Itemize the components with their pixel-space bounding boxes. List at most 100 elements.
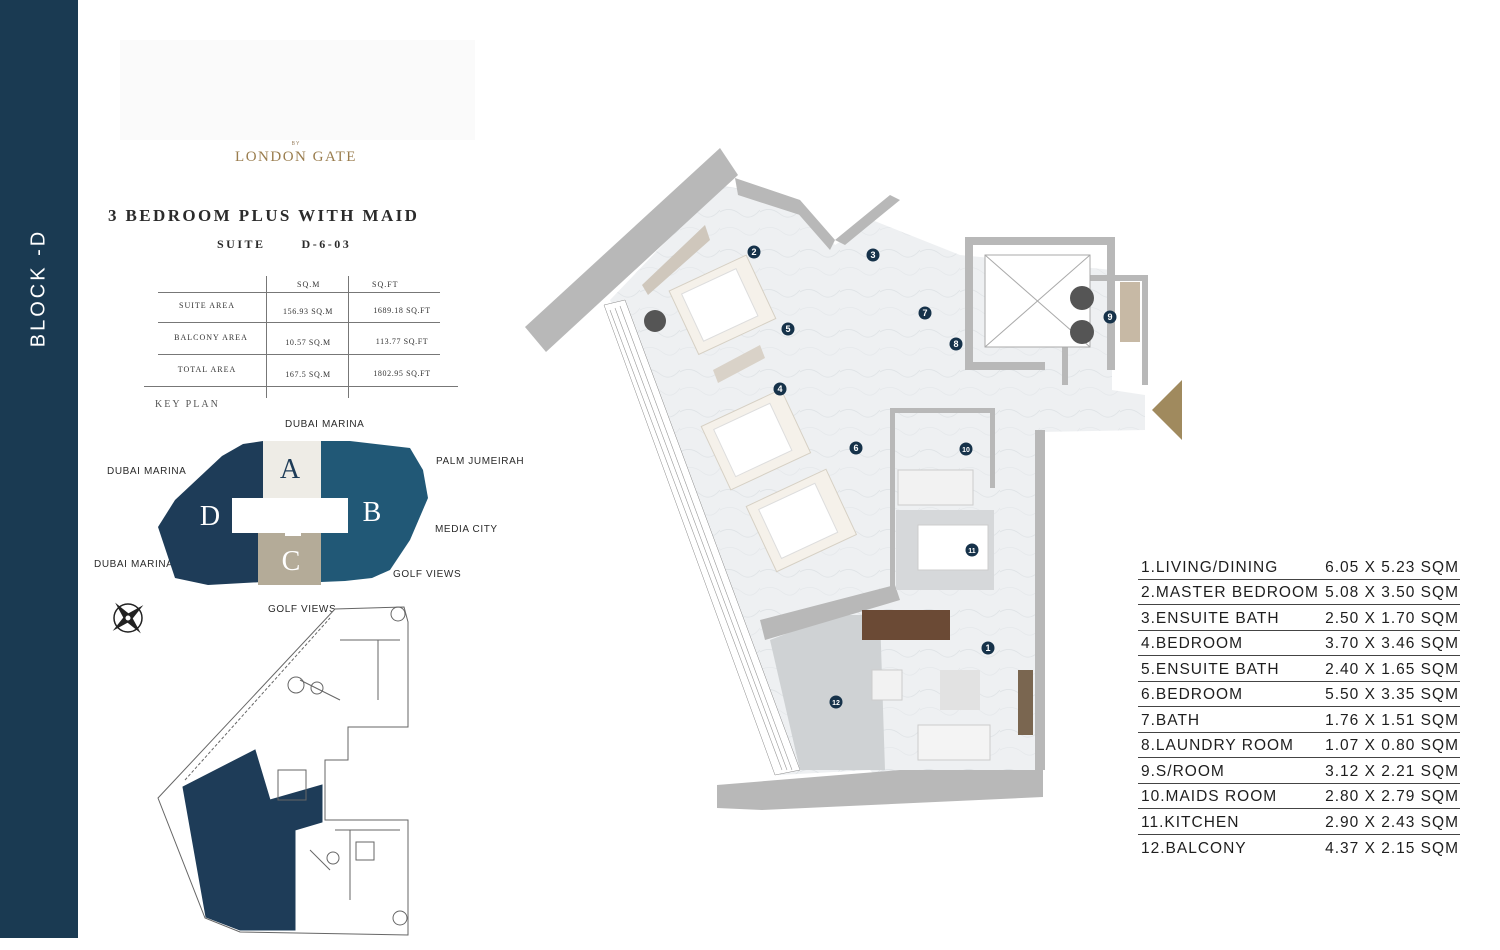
key-plan-label: KEY PLAN xyxy=(155,399,220,410)
area-row-sqft: 1802.95 SQ.FT xyxy=(373,369,431,378)
room-dims: 3.70 X 3.46 SQM xyxy=(1325,635,1459,652)
room-name: 5.ENSUITE BATH xyxy=(1141,660,1280,678)
svg-text:10: 10 xyxy=(962,447,970,454)
room-marker: 3 xyxy=(866,248,880,262)
room-row: 5.ENSUITE BATH 2.40 X 1.65 SQM xyxy=(1138,656,1460,682)
block-sidebar: BLOCK -D xyxy=(0,0,78,938)
room-row: 4.BEDROOM 3.70 X 3.46 SQM xyxy=(1138,631,1460,656)
storage-chair xyxy=(1070,320,1094,344)
room-marker: 11 xyxy=(965,543,979,557)
room-name: 11.KITCHEN xyxy=(1141,813,1240,831)
dining-table xyxy=(862,610,950,640)
direction-bottom: GOLF VIEWS xyxy=(268,604,337,615)
storage-chair xyxy=(1070,286,1094,310)
room-dims: 4.37 X 2.15 SQM xyxy=(1325,840,1459,857)
building-floor-plate xyxy=(157,606,409,936)
direction-right-top: PALM JUMEIRAH xyxy=(436,456,525,467)
room-name: 6.BEDROOM xyxy=(1141,686,1244,703)
wardrobe-bedroom xyxy=(713,345,765,383)
wall-northwest xyxy=(525,148,738,352)
room-marker: 2 xyxy=(747,245,761,259)
wall-east xyxy=(1035,430,1045,770)
block-letter-d: D xyxy=(200,501,220,532)
room-dims: 2.50 X 1.70 SQM xyxy=(1325,609,1459,627)
room-marker: 9 xyxy=(1103,310,1117,324)
room-dims: 1.07 X 0.80 SQM xyxy=(1325,737,1459,754)
area-row-sqm: 10.57 SQ.M xyxy=(285,338,331,347)
main-floor-plan xyxy=(525,148,1182,810)
area-row-sqm: 167.5 SQ.M xyxy=(285,370,331,379)
suite-line: SUITE D-6-03 xyxy=(217,237,351,252)
direction-top: DUBAI MARINA xyxy=(285,419,365,430)
room-row: 3.ENSUITE BATH 2.50 X 1.70 SQM xyxy=(1138,605,1460,631)
area-row-sqft: 1689.18 SQ.FT xyxy=(373,306,431,315)
block-d-shape xyxy=(158,441,263,585)
room-name: 4.BEDROOM xyxy=(1141,635,1244,652)
unit-highlight xyxy=(182,749,323,931)
svg-text:4: 4 xyxy=(777,384,782,394)
block-a-shape xyxy=(263,441,321,498)
room-row: 7.BATH 1.76 X 1.51 SQM xyxy=(1138,707,1460,733)
room-marker: 6 xyxy=(849,441,863,455)
developer-logo: LONDON GATE xyxy=(235,149,357,165)
block-letter-c: C xyxy=(282,546,301,577)
room-row: 11.KITCHEN 2.90 X 2.43 SQM xyxy=(1138,809,1460,835)
block-c-shape xyxy=(258,533,321,585)
storage-shelf xyxy=(1120,282,1140,342)
area-table: SQ.M SQ.FT SUITE AREA 156.93 SQ.M 1689.1… xyxy=(140,276,460,398)
room-dims: 1.76 X 1.51 SQM xyxy=(1325,711,1459,729)
key-plan-block-letters: A B C D xyxy=(200,454,381,577)
svg-text:6: 6 xyxy=(853,443,858,453)
block-b-shape xyxy=(321,441,428,582)
sofa xyxy=(917,724,991,761)
window-mullions xyxy=(609,305,793,771)
logo-by-text: BY xyxy=(291,141,301,147)
tv-unit xyxy=(1018,670,1033,735)
direction-left-bottom: DUBAI MARINA xyxy=(94,559,174,570)
bed-bedroom-6 xyxy=(745,468,858,573)
svg-text:7: 7 xyxy=(922,308,927,318)
area-row-label: TOTAL AREA xyxy=(177,365,237,374)
room-marker: 10 xyxy=(959,442,973,456)
suite-label: SUITE xyxy=(217,237,266,251)
room-dims: 2.40 X 1.65 SQM xyxy=(1325,660,1459,678)
direction-right-bottom: GOLF VIEWS xyxy=(393,569,462,580)
svg-text:9: 9 xyxy=(1107,312,1112,322)
direction-right-mid: MEDIA CITY xyxy=(435,524,498,535)
side-chair xyxy=(644,310,666,332)
room-dims: 2.90 X 2.43 SQM xyxy=(1325,813,1459,831)
coffee-table xyxy=(940,670,980,710)
header-sqm: SQ.M xyxy=(297,280,321,289)
area-row-label: SUITE AREA xyxy=(179,301,235,310)
room-name: 10.MAIDS ROOM xyxy=(1141,788,1278,805)
svg-text:12: 12 xyxy=(832,700,840,707)
bed-bedroom-4 xyxy=(700,388,812,491)
room-name: 2.MASTER BEDROOM xyxy=(1141,584,1319,601)
svg-text:8: 8 xyxy=(953,339,958,349)
wardrobe-master xyxy=(642,225,710,295)
wall-south xyxy=(717,770,1043,810)
room-marker: 4 xyxy=(773,382,787,396)
room-marker: 12 xyxy=(829,695,843,709)
svg-text:2: 2 xyxy=(751,247,756,257)
block-letter-a: A xyxy=(280,454,301,485)
entrance-arrow-icon xyxy=(1152,380,1182,440)
svg-text:1: 1 xyxy=(985,643,990,653)
header-sqft: SQ.FT xyxy=(372,280,399,289)
key-plan-map xyxy=(158,441,428,585)
maid-bed xyxy=(897,469,974,506)
logo-placeholder xyxy=(120,40,475,140)
room-name: 3.ENSUITE BATH xyxy=(1141,609,1280,627)
room-name: 7.BATH xyxy=(1141,711,1201,729)
room-marker: 5 xyxy=(781,322,795,336)
suite-number: D-6-03 xyxy=(301,237,352,251)
unit-type-title: 3 BEDROOM PLUS WITH MAID xyxy=(108,206,420,225)
